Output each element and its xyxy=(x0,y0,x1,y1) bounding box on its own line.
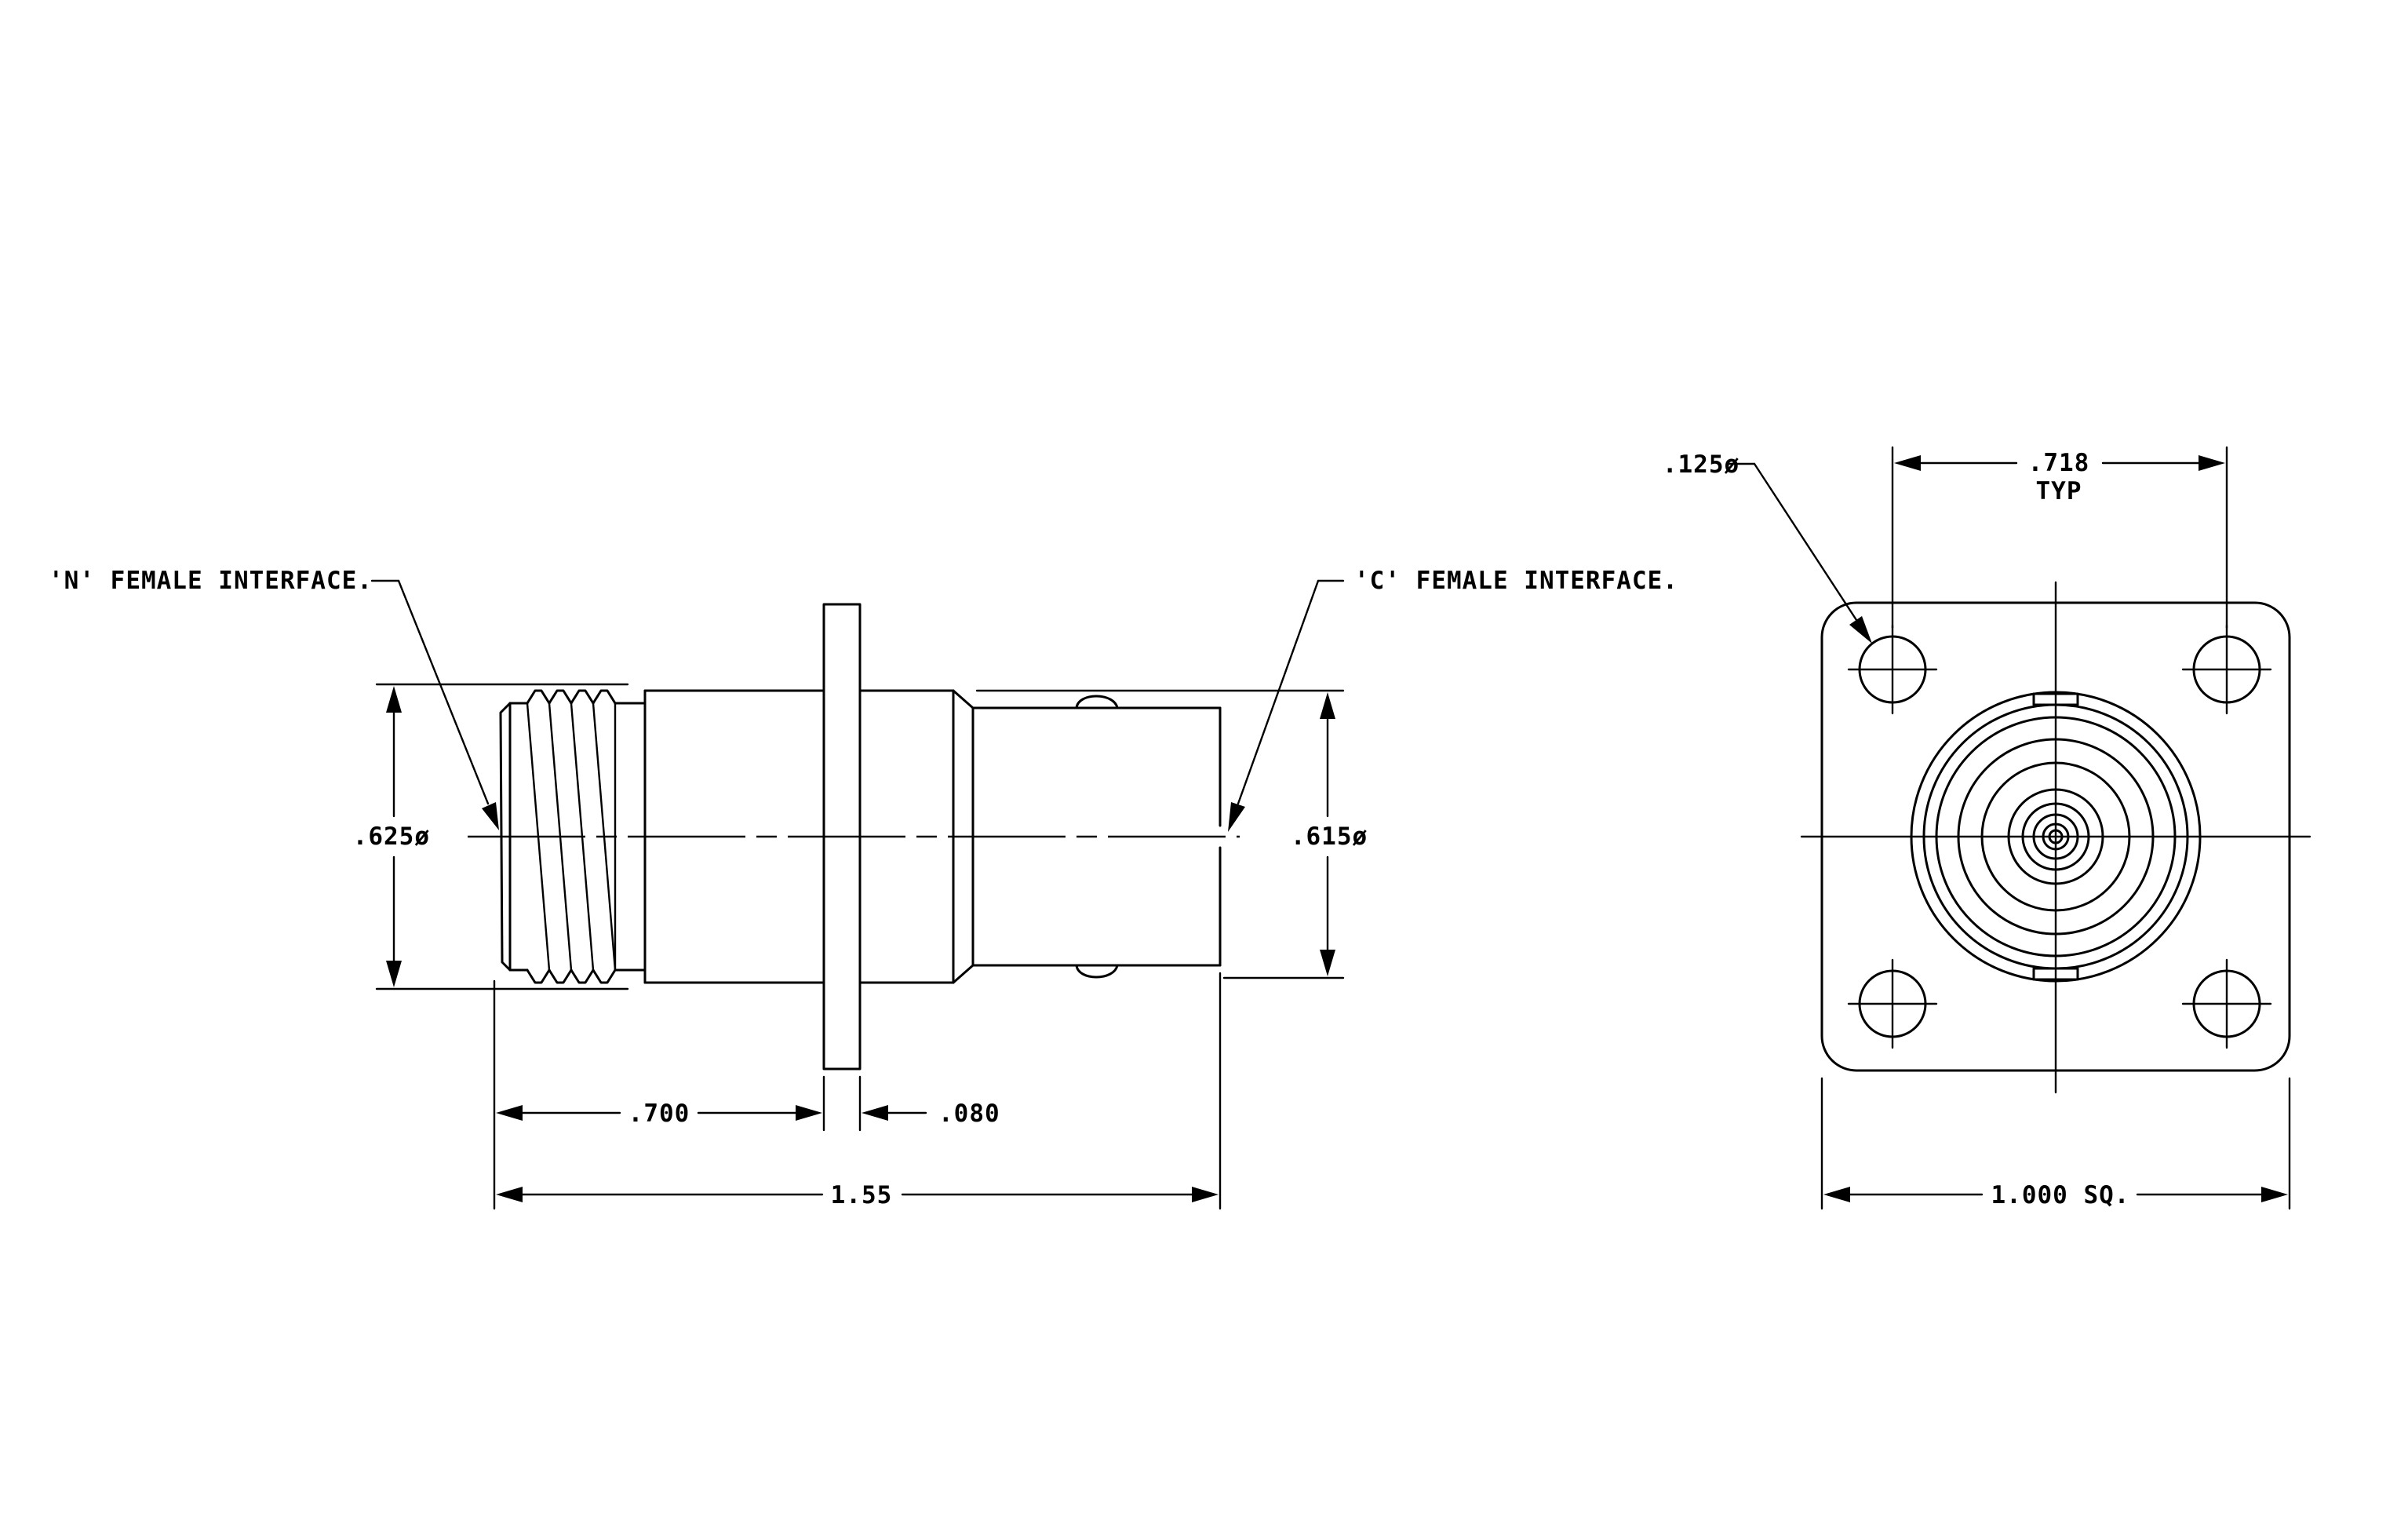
side-view-extension-lines xyxy=(375,683,1345,1210)
hole-diameter-label: .125ø xyxy=(1663,450,1740,479)
dim-n-diameter: .625ø xyxy=(353,686,430,987)
c-interface-label: 'C' FEMALE INTERFACE. xyxy=(1354,567,1678,595)
dim-flange-thickness: .080 xyxy=(862,1100,1000,1128)
flange-thickness-label: .080 xyxy=(938,1100,1000,1128)
n-length-label: .700 xyxy=(628,1100,690,1128)
connector-body xyxy=(643,689,825,984)
n-interface-label: 'N' FEMALE INTERFACE. xyxy=(49,567,373,595)
c-interface-callout: 'C' FEMALE INTERFACE. xyxy=(1228,567,1678,832)
dim-flange-size: 1.000 SQ. xyxy=(1820,1077,2291,1210)
dim-n-length: .700 xyxy=(496,1100,822,1128)
c-diameter-label: .615ø xyxy=(1291,823,1368,851)
c-female-section xyxy=(971,695,1222,979)
dim-c-diameter: .615ø xyxy=(1291,692,1368,976)
flange-size-label: 1.000 SQ. xyxy=(1991,1181,2130,1209)
hole-spacing-label: .718 xyxy=(2028,449,2090,477)
side-view: .625ø .615ø .700 .080 xyxy=(49,567,1678,1210)
dim-hole-spacing: .718 TYP xyxy=(1891,446,2228,629)
n-interface-callout: 'N' FEMALE INTERFACE. xyxy=(49,567,499,830)
front-view: .718 TYP .125ø 1.000 SQ. xyxy=(1663,446,2311,1210)
hole-spacing-note: TYP xyxy=(2036,477,2082,505)
hole-diameter-callout: .125ø xyxy=(1663,450,1872,644)
mounting-holes xyxy=(1847,624,2272,1049)
n-diameter-label: .625ø xyxy=(353,823,430,851)
bayonet-stud-top xyxy=(1075,695,1119,709)
bayonet-stud-bottom xyxy=(1075,964,1119,979)
overall-length-label: 1.55 xyxy=(831,1181,893,1209)
dim-overall-length: 1.55 xyxy=(496,1181,1219,1209)
